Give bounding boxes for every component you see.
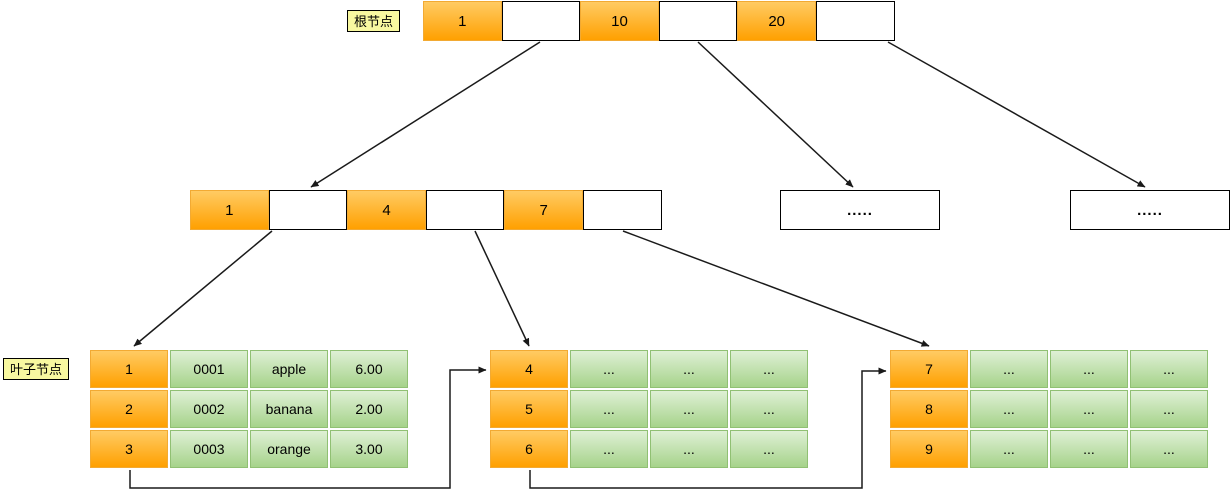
record-cell: ... — [570, 430, 648, 468]
leaf-key-cell: 8 — [890, 390, 968, 428]
record-cell: ... — [730, 390, 808, 428]
leaf-key-cell: 2 — [90, 390, 168, 428]
leaf-node-1: 1 0001 apple 6.00 2 0002 banana 2.00 3 0… — [90, 350, 408, 468]
root-pointer-cell — [815, 1, 895, 41]
root-pointer-cell — [501, 1, 581, 41]
leaf-key-cell: 1 — [90, 350, 168, 388]
connector-internal-to-leaf-3 — [622, 230, 930, 347]
leaf-key-cell: 5 — [490, 390, 568, 428]
leaf-key-cell: 3 — [90, 430, 168, 468]
leaf-row: 8 ... ... ... — [890, 390, 1208, 428]
record-cell: ... — [570, 390, 648, 428]
internal-node: 1 4 7 — [190, 190, 662, 230]
record-cell: ... — [650, 350, 728, 388]
internal-key-cell: 7 — [504, 190, 583, 230]
record-cell: ... — [970, 430, 1048, 468]
record-cell: ... — [730, 430, 808, 468]
record-cell: ... — [650, 430, 728, 468]
leaf-row: 7 ... ... ... — [890, 350, 1208, 388]
connector-root-to-collapsed-1 — [697, 41, 854, 188]
root-key-cell: 10 — [580, 1, 659, 41]
internal-pointer-cell — [425, 190, 505, 230]
leaf-row: 6 ... ... ... — [490, 430, 808, 468]
record-cell: 2.00 — [330, 390, 408, 428]
leaf-row: 9 ... ... ... — [890, 430, 1208, 468]
record-cell: 3.00 — [330, 430, 408, 468]
record-cell: ... — [970, 350, 1048, 388]
connector-root-to-collapsed-2 — [887, 41, 1146, 188]
record-cell: banana — [250, 390, 328, 428]
root-pointer-cell — [658, 1, 738, 41]
leaf-row: 5 ... ... ... — [490, 390, 808, 428]
leaf-node-label: 叶子节点 — [3, 358, 70, 380]
leaf-key-cell: 4 — [490, 350, 568, 388]
internal-pointer-cell — [268, 190, 348, 230]
record-cell: ... — [570, 350, 648, 388]
record-cell: ... — [730, 350, 808, 388]
collapsed-node-1: ..... — [780, 190, 940, 230]
record-cell: ... — [970, 390, 1048, 428]
record-cell: ... — [1130, 430, 1208, 468]
collapsed-node-2: ..... — [1070, 190, 1230, 230]
root-node: 1 10 20 — [423, 1, 895, 41]
internal-pointer-cell — [582, 190, 662, 230]
record-cell: 0001 — [170, 350, 248, 388]
internal-key-cell: 1 — [190, 190, 269, 230]
record-cell: ... — [1130, 350, 1208, 388]
record-cell: 0003 — [170, 430, 248, 468]
root-key-cell: 20 — [737, 1, 816, 41]
record-cell: apple — [250, 350, 328, 388]
record-cell: ... — [1130, 390, 1208, 428]
connector-internal-to-leaf-1 — [133, 230, 273, 347]
leaf-node-3: 7 ... ... ... 8 ... ... ... 9 ... ... ..… — [890, 350, 1208, 468]
root-key-cell: 1 — [423, 1, 502, 41]
connector-internal-to-leaf-2 — [474, 230, 530, 347]
leaf-row: 1 0001 apple 6.00 — [90, 350, 408, 388]
record-cell: 0002 — [170, 390, 248, 428]
record-cell: orange — [250, 430, 328, 468]
record-cell: ... — [1050, 430, 1128, 468]
internal-key-cell: 4 — [347, 190, 426, 230]
leaf-row: 4 ... ... ... — [490, 350, 808, 388]
leaf-row: 3 0003 orange 3.00 — [90, 430, 408, 468]
record-cell: ... — [650, 390, 728, 428]
leaf-key-cell: 7 — [890, 350, 968, 388]
record-cell: 6.00 — [330, 350, 408, 388]
root-node-label: 根节点 — [347, 10, 401, 32]
record-cell: ... — [1050, 350, 1128, 388]
record-cell: ... — [1050, 390, 1128, 428]
leaf-row: 2 0002 banana 2.00 — [90, 390, 408, 428]
leaf-key-cell: 9 — [890, 430, 968, 468]
connector-root-to-internal — [310, 41, 541, 188]
leaf-key-cell: 6 — [490, 430, 568, 468]
leaf-node-2: 4 ... ... ... 5 ... ... ... 6 ... ... ..… — [490, 350, 808, 468]
